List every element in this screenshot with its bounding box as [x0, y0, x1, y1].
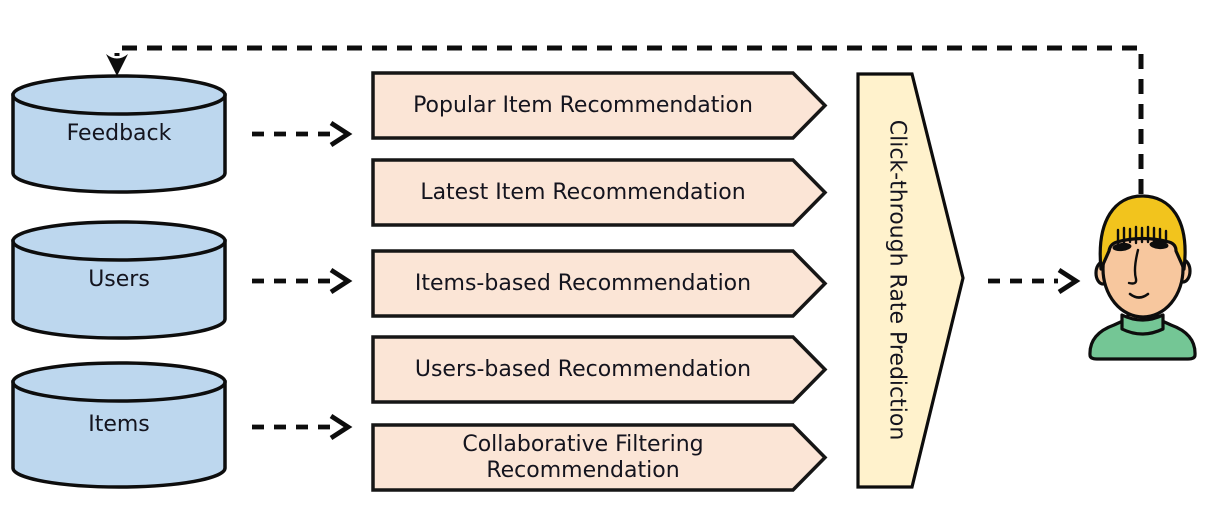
ranker-pentagon-shape: [856, 72, 965, 489]
feedback-loop-arrow: [106, 45, 1144, 194]
database-items-shape: [11, 361, 227, 489]
arrowhead-right-icon: [1057, 267, 1081, 295]
eye-right: [1149, 240, 1169, 250]
collar: [1120, 313, 1165, 336]
recommender-users-based-shape: [371, 335, 828, 404]
arrow-users-to-recommenders: [252, 267, 353, 295]
arrow-feedback-to-recommenders: [252, 120, 353, 148]
database-users-shape: [11, 220, 227, 340]
arrowhead-down-icon: [106, 54, 128, 76]
arrowhead-right-icon: [329, 120, 353, 148]
hair-fringe-strokes: [1116, 225, 1168, 245]
recommender-latest-shape: [371, 158, 828, 227]
person-icon: [1088, 194, 1197, 361]
recommender-collaborative-shape: [371, 423, 828, 492]
ranker-label: Click-through Rate Prediction: [884, 119, 910, 441]
eye-left: [1112, 242, 1132, 252]
recommender-items-based-shape: [371, 249, 828, 318]
database-feedback-shape: [11, 74, 227, 194]
mouth: [1128, 292, 1150, 299]
arrowhead-right-icon: [329, 413, 353, 441]
arrowhead-right-icon: [329, 267, 353, 295]
nose: [1127, 248, 1140, 285]
arrow-items-to-recommenders: [252, 413, 353, 441]
recommender-popular-shape: [371, 71, 828, 140]
shoulders: [1088, 318, 1197, 361]
arrow-ranker-to-user: [988, 267, 1081, 295]
